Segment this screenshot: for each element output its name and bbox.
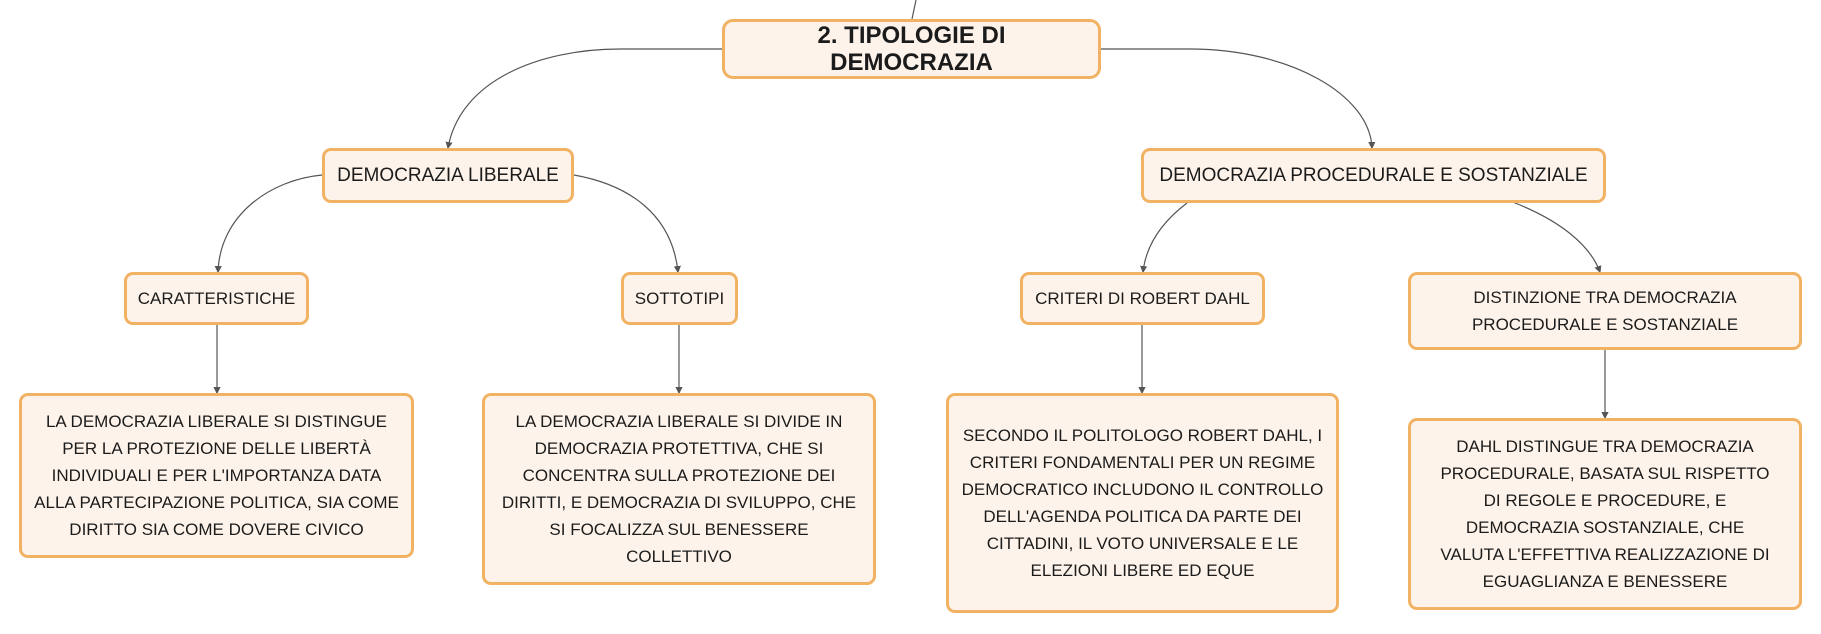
root-node[interactable]: 2. TIPOLOGIE DI DEMOCRAZIA — [722, 19, 1101, 79]
connector-root-liberal — [445, 48, 722, 150]
branch-node-label: DEMOCRAZIA PROCEDURALE E SOSTANZIALE — [1159, 165, 1588, 186]
detail-node-sottotipi[interactable]: LA DEMOCRAZIA LIBERALE SI DIVIDE IN DEMO… — [482, 393, 876, 585]
branch-node-democrazia-liberale[interactable]: DEMOCRAZIA LIBERALE — [322, 148, 574, 203]
root-node-label: 2. TIPOLOGIE DI DEMOCRAZIA — [817, 22, 1006, 76]
detail-node-text: LA DEMOCRAZIA LIBERALE SI DISTINGUE PER … — [34, 412, 399, 539]
topic-node-criteri-dahl[interactable]: CRITERI DI ROBERT DAHL — [1020, 272, 1265, 325]
topic-node-label: SOTTOTIPI — [634, 289, 725, 308]
connector-procedural-dahl — [1140, 202, 1188, 274]
connector-liberal-characteristics — [214, 174, 323, 274]
connector-root-procedural — [1101, 48, 1376, 150]
topic-node-label: CARATTERISTICHE — [137, 289, 296, 308]
topic-node-distinzione[interactable]: DISTINZIONE TRA DEMOCRAZIA PROCEDURALE E… — [1408, 272, 1802, 350]
detail-node-caratteristiche[interactable]: LA DEMOCRAZIA LIBERALE SI DISTINGUE PER … — [19, 393, 414, 558]
branch-node-democrazia-procedurale[interactable]: DEMOCRAZIA PROCEDURALE E SOSTANZIALE — [1141, 148, 1606, 203]
detail-node-distinzione[interactable]: DAHL DISTINGUE TRA DEMOCRAZIA PROCEDURAL… — [1408, 418, 1802, 610]
detail-node-text: DAHL DISTINGUE TRA DEMOCRAZIA PROCEDURAL… — [1440, 437, 1770, 591]
detail-node-text: SECONDO IL POLITOLOGO ROBERT DAHL, I CRI… — [961, 426, 1324, 580]
branch-node-label: DEMOCRAZIA LIBERALE — [337, 165, 559, 186]
detail-node-criteri-dahl[interactable]: SECONDO IL POLITOLOGO ROBERT DAHL, I CRI… — [946, 393, 1339, 613]
connector-root-parent — [911, 0, 917, 20]
connector-liberal-subtypes — [573, 174, 681, 274]
connector-procedural-distinction — [1509, 200, 1602, 274]
topic-node-caratteristiche[interactable]: CARATTERISTICHE — [124, 272, 309, 325]
topic-node-label: DISTINZIONE TRA DEMOCRAZIA PROCEDURALE E… — [1471, 288, 1739, 334]
topic-node-sottotipi[interactable]: SOTTOTIPI — [621, 272, 738, 325]
topic-node-label: CRITERI DI ROBERT DAHL — [1035, 289, 1250, 308]
detail-node-text: LA DEMOCRAZIA LIBERALE SI DIVIDE IN DEMO… — [501, 412, 857, 566]
